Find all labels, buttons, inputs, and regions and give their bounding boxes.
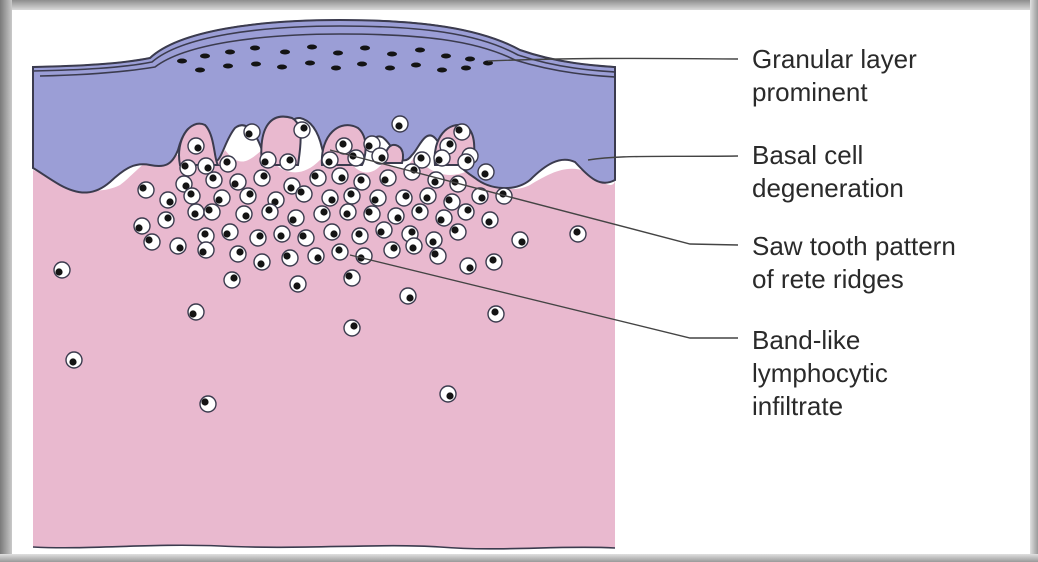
lymphocyte: [482, 212, 498, 228]
lymphocyte: [144, 234, 160, 250]
label-granular-line1: Granular layer: [752, 44, 917, 74]
lymphocyte: [240, 188, 256, 204]
lymphocyte: [138, 182, 154, 198]
lymphocyte: [310, 170, 326, 186]
lymphocyte: [322, 152, 338, 168]
label-band-like-infiltrate: Band-like lymphocytic infiltrate: [752, 324, 888, 423]
lymphocyte: [288, 210, 304, 226]
lymphocyte: [54, 262, 70, 278]
lymphocyte: [478, 164, 494, 180]
lymphocyte: [354, 174, 370, 190]
lymphocyte: [384, 242, 400, 258]
lymphocyte: [254, 170, 270, 186]
lymphocyte: [376, 222, 392, 238]
label-sawtooth-line2: of rete ridges: [752, 264, 904, 294]
lymphocyte: [396, 190, 412, 206]
lymphocyte: [412, 204, 428, 220]
lymphocyte: [352, 228, 368, 244]
lymphocyte: [188, 138, 204, 154]
lymphocyte: [170, 238, 186, 254]
lymphocyte: [188, 204, 204, 220]
lymphocyte: [488, 306, 504, 322]
lymphocyte: [204, 204, 220, 220]
lymphocyte: [426, 232, 442, 248]
lymphocyte: [66, 352, 82, 368]
lymphocyte: [406, 238, 422, 254]
lymphocyte: [160, 192, 176, 208]
lymphocyte: [294, 122, 310, 138]
lymphocyte: [332, 244, 348, 260]
lymphocyte: [206, 172, 222, 188]
label-basal-line1: Basal cell: [752, 140, 863, 170]
lymphocyte: [436, 210, 452, 226]
lymphocyte: [158, 212, 174, 228]
lymphocyte: [290, 276, 306, 292]
lymphocyte: [460, 258, 476, 274]
label-saw-tooth: Saw tooth pattern of rete ridges: [752, 230, 956, 296]
lymphocyte: [214, 190, 230, 206]
lymphocyte: [434, 150, 450, 166]
lymphocyte: [388, 208, 404, 224]
lymphocyte: [344, 270, 360, 286]
lymphocyte: [380, 170, 396, 186]
label-granular-layer: Granular layer prominent: [752, 43, 917, 109]
lymphocyte: [458, 154, 474, 170]
label-infiltrate-line1: Band-like: [752, 325, 860, 355]
lymphocyte: [222, 224, 238, 240]
lymphocyte: [244, 124, 260, 140]
lymphocyte: [392, 116, 408, 132]
lymphocyte: [356, 248, 372, 264]
lymphocyte: [364, 206, 380, 222]
lymphocyte: [134, 218, 150, 234]
lymphocyte: [274, 226, 290, 242]
lymphocyte: [184, 188, 200, 204]
lymphocyte: [198, 242, 214, 258]
lymphocyte: [188, 304, 204, 320]
lymphocyte: [314, 206, 330, 222]
label-sawtooth-line1: Saw tooth pattern: [752, 231, 956, 261]
lymphocyte: [180, 160, 196, 176]
lymphocyte: [308, 248, 324, 264]
lymphocyte: [486, 254, 502, 270]
lymphocyte: [296, 186, 312, 202]
lymphocyte: [230, 174, 246, 190]
lymphocyte: [298, 230, 314, 246]
lymphocyte: [458, 204, 474, 220]
lymphocyte: [570, 226, 586, 242]
label-granular-line2: prominent: [752, 77, 868, 107]
lymphocyte: [428, 172, 444, 188]
lymphocyte: [340, 204, 356, 220]
lymphocyte: [440, 386, 456, 402]
lymphocyte: [450, 224, 466, 240]
lymphocyte: [280, 154, 296, 170]
lymphocyte: [512, 232, 528, 248]
label-infiltrate-line3: infiltrate: [752, 391, 843, 421]
lymphocyte: [324, 224, 340, 240]
lymphocyte: [250, 230, 266, 246]
lymphocyte: [400, 288, 416, 304]
lymphocyte: [344, 320, 360, 336]
lymphocyte: [322, 190, 338, 206]
lymphocyte: [236, 206, 252, 222]
lymphocyte: [262, 204, 278, 220]
lymphocyte: [224, 272, 240, 288]
lymphocyte: [420, 188, 436, 204]
lymphocyte: [230, 246, 246, 262]
lymphocyte: [260, 152, 276, 168]
lymphocyte: [454, 124, 470, 140]
lymphocyte: [220, 156, 236, 172]
lymphocyte: [254, 254, 270, 270]
lymphocyte: [332, 168, 348, 184]
lymphocyte: [200, 396, 216, 412]
lymphocyte: [444, 194, 460, 210]
label-infiltrate-line2: lymphocytic: [752, 358, 888, 388]
lymphocyte: [430, 248, 446, 264]
lymphocyte: [344, 188, 360, 204]
label-basal-line2: degeneration: [752, 173, 904, 203]
label-basal-cell: Basal cell degeneration: [752, 139, 904, 205]
lymphocyte: [198, 158, 214, 174]
lymphocyte: [370, 190, 386, 206]
lymphocyte: [282, 250, 298, 266]
